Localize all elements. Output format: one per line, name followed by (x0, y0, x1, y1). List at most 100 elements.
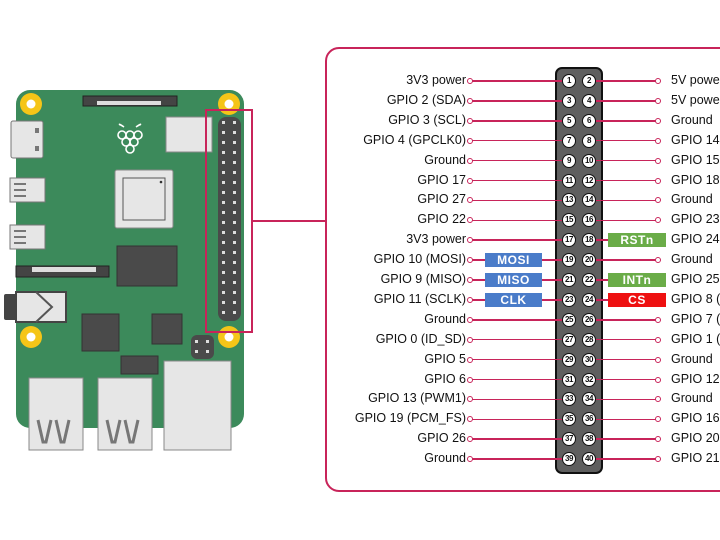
terminal-dot (467, 296, 473, 303)
header-pin (222, 181, 225, 184)
pin-35: 35 (562, 412, 576, 427)
usb-port (28, 377, 153, 451)
header-pin (222, 121, 225, 124)
signal-tag-clk: CLK (485, 292, 542, 307)
wire-right (596, 418, 660, 421)
terminal-dot (655, 396, 661, 403)
pin-label-right: GPIO 8 ( (671, 291, 720, 306)
header-pin (233, 291, 236, 294)
wire-left (472, 239, 562, 241)
signal-tag-rstn: RSTn (608, 233, 666, 248)
pin-label-right: 5V powe (671, 92, 720, 107)
wire-left (472, 139, 562, 142)
header-pin (222, 271, 225, 274)
terminal-dot (655, 197, 661, 204)
pin-25: 25 (562, 312, 576, 327)
wire-left (472, 199, 562, 202)
pin-8: 8 (582, 133, 596, 148)
pin-label-right: GPIO 23 (671, 212, 720, 227)
wire-left (472, 120, 562, 122)
terminal-dot (655, 137, 661, 144)
header-pin (233, 161, 236, 164)
pin-label-left: GPIO 3 (SCL) (388, 112, 466, 127)
wire-right (596, 159, 660, 162)
pin-1: 1 (562, 74, 576, 88)
pin-label-left: Ground (424, 311, 466, 326)
header-pin (233, 171, 236, 174)
header-pin (222, 261, 225, 264)
terminal-dot (655, 316, 661, 323)
header-pin (233, 241, 236, 244)
pin-label-left: GPIO 5 (424, 351, 466, 366)
header-pin (233, 231, 236, 234)
pin-label-right: GPIO 12 (671, 371, 720, 386)
pin-33: 33 (562, 392, 576, 407)
terminal-dot (655, 117, 661, 124)
header-pin (222, 161, 225, 164)
hdmi-port (9, 177, 46, 250)
header-pin (233, 121, 236, 124)
pin-36: 36 (582, 412, 596, 427)
pin-label-right: 5V powe (671, 73, 720, 87)
terminal-dot (467, 97, 473, 104)
pin-label-right: Ground (671, 192, 713, 207)
wire-right (596, 358, 660, 361)
header-pin (233, 191, 236, 194)
pin-30: 30 (582, 352, 596, 367)
header-pin (222, 211, 225, 214)
terminal-dot (467, 237, 473, 244)
header-pin (222, 291, 225, 294)
audio-jack (4, 291, 67, 323)
pin-37: 37 (562, 432, 576, 447)
wire-left (472, 338, 562, 341)
poe-header (191, 335, 214, 359)
terminal-dot (655, 436, 661, 443)
wire-right (596, 219, 660, 222)
header-pin (233, 281, 236, 284)
terminal-dot (467, 197, 473, 204)
pin-label-right: GPIO 24 (671, 232, 720, 247)
wire-right (596, 179, 660, 182)
header-pin (222, 201, 225, 204)
display-connector (82, 95, 178, 107)
ethernet-port (163, 360, 232, 451)
pin-label-left: 3V3 power (406, 232, 466, 247)
header-pin (233, 211, 236, 214)
wire-left (472, 219, 562, 222)
wire-right (596, 398, 660, 401)
pin-2: 2 (582, 74, 596, 88)
wire-left (472, 458, 562, 460)
wire-left (472, 159, 562, 162)
terminal-dot (655, 336, 661, 343)
raspberry-pi-board (4, 90, 253, 451)
header-pin (233, 151, 236, 154)
wire-right (596, 199, 660, 202)
header-pin (222, 171, 225, 174)
pin-6: 6 (582, 113, 596, 128)
pin-10: 10 (582, 153, 596, 168)
wire-right (596, 338, 660, 341)
pin-label-left: GPIO 11 (SCLK) (373, 291, 466, 306)
wire-right (596, 319, 660, 321)
header-pin (233, 141, 236, 144)
wire-right (596, 378, 660, 381)
header-pin (233, 271, 236, 274)
wire-left (472, 378, 562, 381)
header-pin (233, 181, 236, 184)
pin-22: 22 (582, 273, 596, 287)
terminal-dot (467, 217, 473, 224)
pin-label-left: GPIO 26 (417, 431, 466, 446)
usb-c-port (10, 120, 44, 159)
terminal-dot (467, 316, 473, 323)
signal-tag-miso: MISO (485, 273, 542, 287)
pin-label-left: GPIO 4 (GPCLK0) (363, 132, 466, 147)
wire-left (472, 179, 562, 182)
pin-13: 13 (562, 193, 576, 208)
pin-label-left: GPIO 2 (SDA) (386, 92, 466, 107)
pin-label-right: Ground (671, 351, 713, 366)
pin-34: 34 (582, 392, 596, 407)
pin-label-right: GPIO 25 (671, 272, 720, 286)
wire-left (472, 319, 562, 321)
wire-right (596, 100, 660, 102)
terminal-dot (467, 376, 473, 383)
